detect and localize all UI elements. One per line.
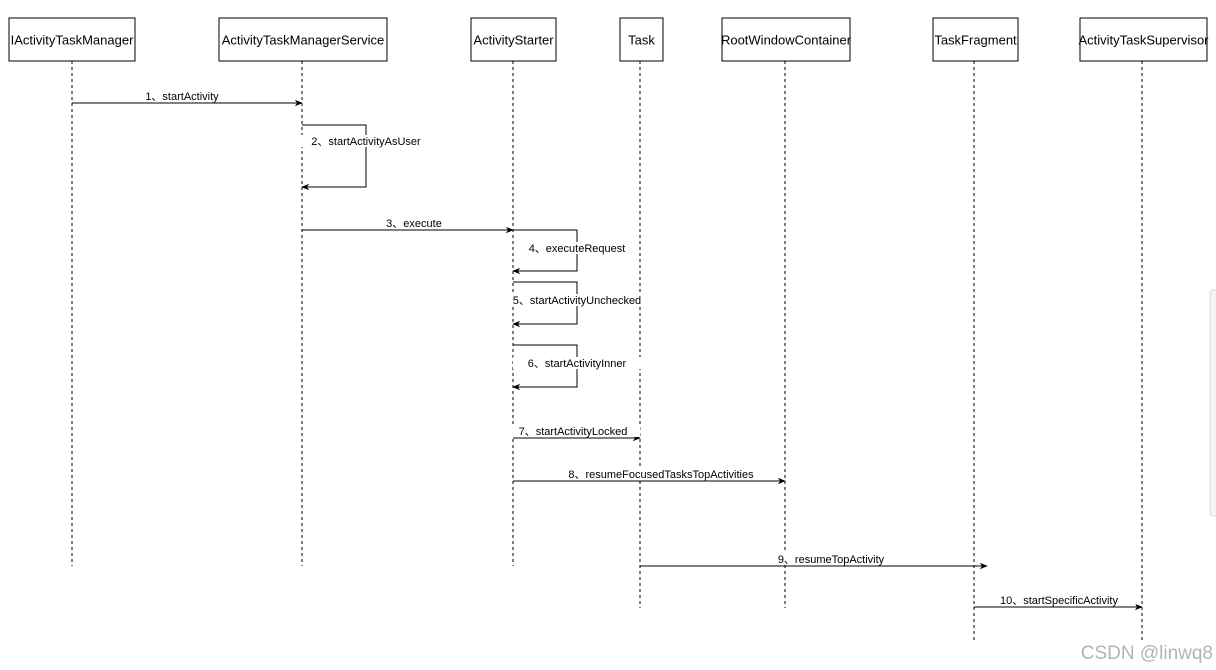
participant-tf: TaskFragment [932,17,1019,62]
message-label: 8、resumeFocusedTasksTopActivities [568,469,754,481]
participant-label: RootWindowContainer [721,33,852,48]
message-8: 8、resumeFocusedTasksTopActivities [513,468,786,485]
participant-atms: ActivityTaskManagerService [218,17,388,62]
message-label-background [500,294,654,306]
message-10: 10、startSpecificActivity [974,594,1143,611]
scrollbar-handle[interactable] [1209,289,1216,517]
participant-ats: ActivityTaskSupervisor [1078,17,1209,62]
message-5: 5、startActivityUnchecked [500,281,654,328]
participant-label: Task [628,33,655,48]
message-4: 4、executeRequest [512,229,629,275]
message-label-background [513,357,641,369]
message-label: 2、startActivityAsUser [311,136,421,148]
message-6: 6、startActivityInner [512,344,641,391]
participant-as: ActivityStarter [470,17,557,62]
message-3: 3、execute [302,217,514,234]
participant-label: IActivityTaskManager [11,33,134,48]
message-label: 4、executeRequest [529,243,626,255]
message-label-background [525,242,629,254]
message-label: 5、startActivityUnchecked [513,295,641,307]
message-label: 3、execute [386,218,442,230]
csdn-watermark: CSDN @linwq8 [1081,643,1213,664]
messages: 1、startActivity 2、startActivityAsUser 3、ex… [72,90,1143,611]
message-label-background [298,135,434,147]
message-label-background [133,90,231,102]
participant-box [932,17,1019,62]
message-2: 2、startActivityAsUser [298,124,434,191]
participant-box [218,17,388,62]
participants: IActivityTaskManager ActivityTaskManagerS… [8,17,1209,62]
participant-label: TaskFragment [934,33,1017,48]
message-label: 7、startActivityLocked [519,426,628,438]
message-label-background [505,425,641,437]
participant-iatm: IActivityTaskManager [8,17,136,62]
participant-box [1079,17,1208,62]
message-label-background [384,217,444,229]
participant-label: ActivityTaskManagerService [222,33,385,48]
message-9: 9、resumeTopActivity [640,553,988,570]
participant-label: ActivityTaskSupervisor [1078,33,1209,48]
participant-rwc: RootWindowContainer [721,17,852,62]
participant-box [470,17,557,62]
message-label-background [770,553,892,565]
participant-label: ActivityStarter [473,33,554,48]
message-label: 1、startActivity [145,91,219,103]
participant-box [721,17,851,62]
message-label-background [982,594,1136,606]
message-1: 1、startActivity [72,90,303,107]
self-call-arrow [301,124,367,191]
participant-box [619,17,664,62]
message-label: 6、startActivityInner [528,358,627,370]
participant-box [8,17,136,62]
participant-task: Task [619,17,664,62]
message-7: 7、startActivityLocked [505,425,641,442]
message-label: 9、resumeTopActivity [778,554,885,566]
message-label: 10、startSpecificActivity [1000,595,1118,607]
lifelines [71,61,1143,640]
message-label-background [556,468,766,480]
